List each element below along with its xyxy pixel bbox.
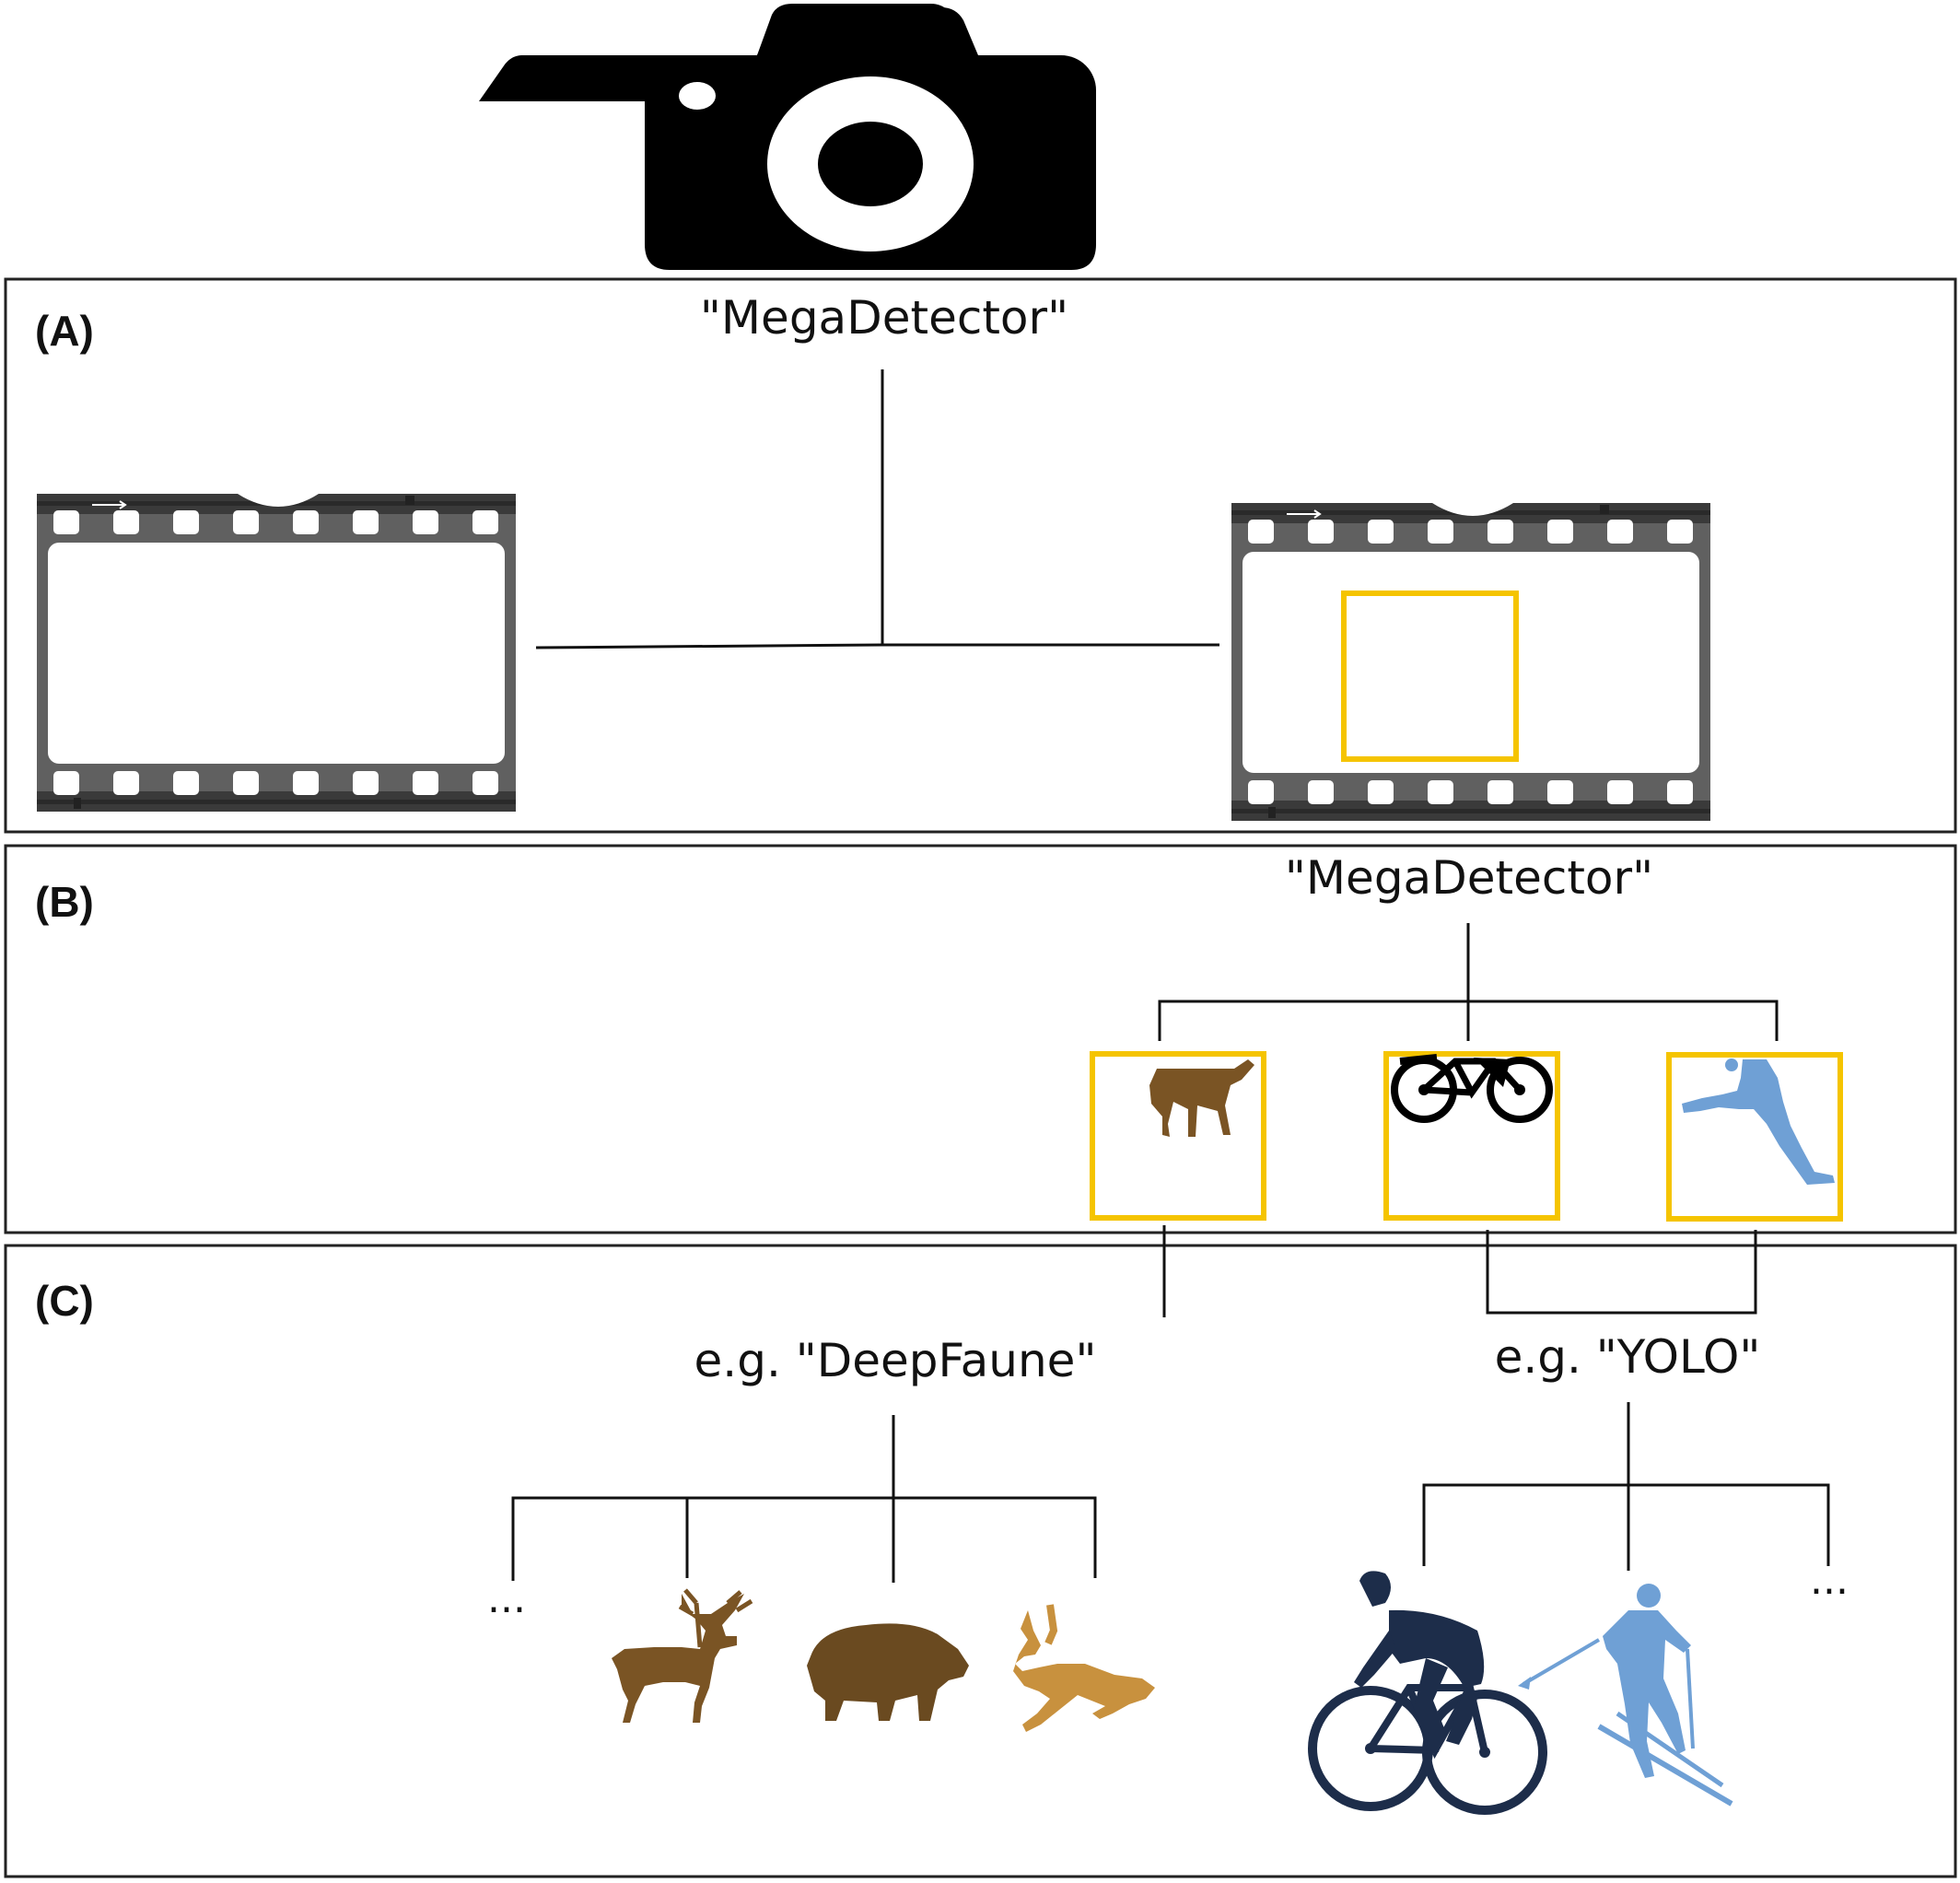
runner-icon xyxy=(1682,1058,1835,1185)
panel-b-label: (B) xyxy=(35,878,94,926)
panel-a-label: (A) xyxy=(35,307,94,355)
panel-c: (C) e.g. "DeepFaune" e.g. "YOLO" ... xyxy=(4,1225,1957,1878)
animal-tree-connectors xyxy=(511,1415,1097,1583)
detection-box-person xyxy=(1666,1052,1843,1222)
detection-box-vehicle xyxy=(1383,1051,1560,1221)
hare-icon xyxy=(1013,1604,1155,1732)
deer-silhouette-icon xyxy=(1149,1059,1254,1137)
human-tree-connectors xyxy=(1422,1402,1830,1571)
human-more-ellipsis: ... xyxy=(1810,1557,1849,1604)
panel-a-connectors xyxy=(535,369,1219,649)
camera-icon xyxy=(479,4,1096,270)
panel-b-model: "MegaDetector" xyxy=(1285,851,1653,905)
animal-classifier-model: e.g. "DeepFaune" xyxy=(694,1334,1097,1387)
cyclist-icon xyxy=(1308,1571,1547,1815)
panel-c-label: (C) xyxy=(35,1277,94,1325)
panel-b-connectors xyxy=(1158,923,1779,1041)
skier-icon xyxy=(1518,1584,1733,1807)
panel-c-upper-connectors xyxy=(1162,1225,1757,1317)
panel-b: (B) "MegaDetector" xyxy=(4,844,1957,1234)
film-frame-detection-icon xyxy=(1231,503,1710,821)
wild-boar-icon xyxy=(807,1623,969,1721)
animal-more-ellipsis: ... xyxy=(487,1575,526,1622)
panel-a: (A) "MegaDetector" xyxy=(4,277,1957,834)
red-deer-icon xyxy=(612,1588,753,1723)
panel-a-model: "MegaDetector" xyxy=(700,291,1068,345)
human-classifier-model: e.g. "YOLO" xyxy=(1495,1330,1761,1384)
detection-box-animal xyxy=(1090,1051,1266,1221)
film-frame-empty-icon xyxy=(37,494,516,812)
bicycle-icon xyxy=(1391,1054,1553,1123)
